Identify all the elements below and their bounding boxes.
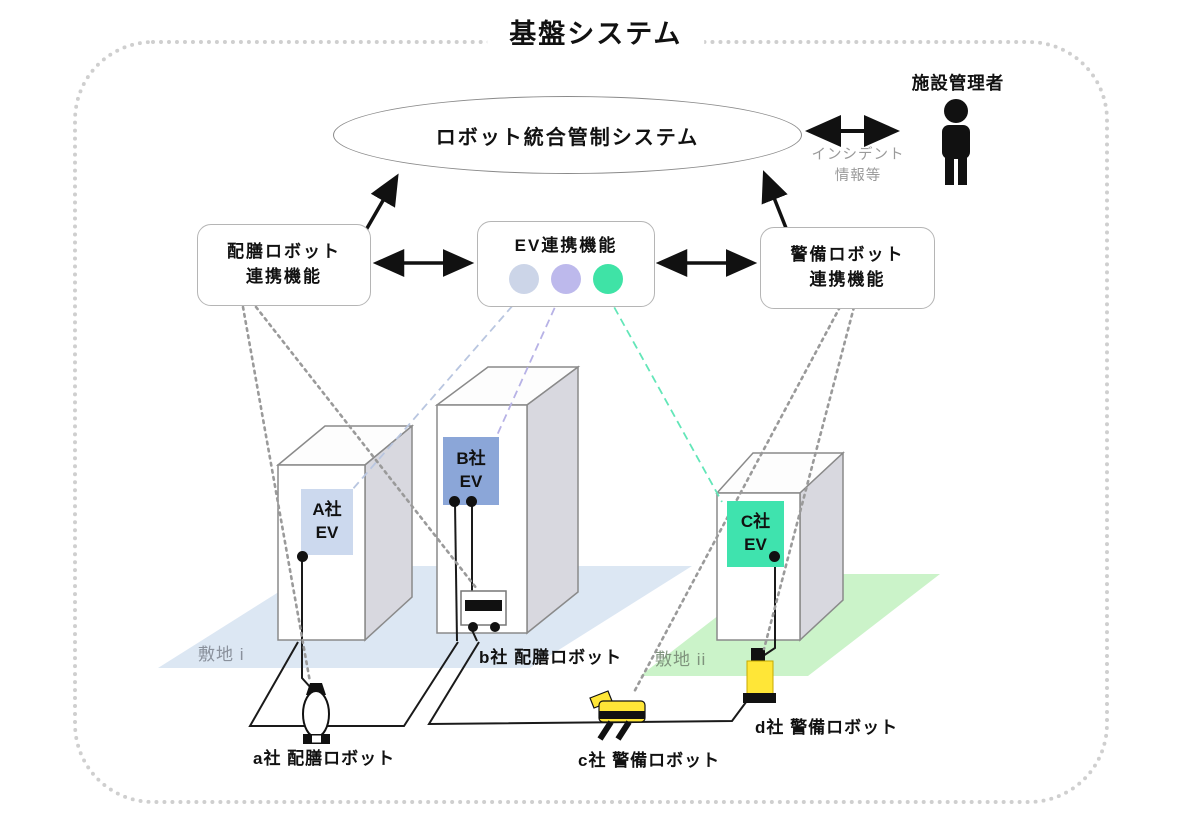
ev-function-box: EV連携機能 [477, 221, 655, 307]
robot-a-label: a社 配膳ロボット [253, 749, 396, 768]
corridor-path-right [427, 641, 756, 726]
dotted-link-security-robot-d [762, 305, 856, 651]
diagram-title: 基盤システム [487, 12, 705, 51]
dotted-link-serving-robot-b [254, 305, 479, 591]
wire-ev-c-to-robot-d [762, 558, 776, 657]
serving-robot-function-box: 配膳ロボット 連携機能 [197, 224, 371, 306]
robot-b-label: b社 配膳ロボット [479, 648, 623, 667]
site-ii-label: 敷地 ii [655, 650, 707, 669]
elevator-c-connection-dot [769, 551, 780, 562]
elevator-a-label: A社 EV [301, 489, 353, 555]
wire-ev-b-left [454, 502, 458, 642]
facility-manager-icon [942, 99, 970, 185]
elevator-b-label: B社 EV [443, 437, 499, 505]
robot-d-icon [743, 648, 776, 703]
dotted-link-security-robot-c [631, 305, 842, 696]
robot-c-label: c社 警備ロボット [578, 751, 721, 770]
arrow-serving-to-control [364, 173, 399, 231]
elevator-a-connection-dot [297, 551, 308, 562]
robot-d-label: d社 警備ロボット [755, 718, 899, 737]
ev-adapter-dot-a [509, 264, 539, 295]
ev-adapter-dot-c [593, 264, 623, 295]
robot-b-icon [460, 590, 507, 632]
security-robot-function-box: 警備ロボット 連携機能 [760, 227, 935, 309]
building-b [434, 365, 581, 635]
robot-a-icon [302, 683, 330, 744]
ev-adapter-dot-b [551, 264, 581, 295]
elevator-b-connection-dot-left [449, 496, 460, 507]
dashed-link-ev-a [351, 295, 522, 491]
arrow-security-to-control [761, 170, 788, 229]
dashed-link-ev-c [607, 295, 723, 503]
site-i-label: 敷地 i [198, 645, 245, 664]
wire-ev-a-to-robot-a [301, 558, 312, 689]
elevator-b-connection-dot-right [466, 496, 477, 507]
robot-c-icon [589, 690, 646, 741]
incident-info-label: インシデント 情報等 [811, 147, 905, 185]
ev-function-label: EV連携機能 [514, 235, 618, 255]
ev-adapter-dots [509, 264, 623, 295]
robot-integrated-control-system: ロボット統合管制システム [333, 96, 802, 174]
facility-manager-label: 施設管理者 [911, 73, 1005, 93]
dotted-link-serving-robot-a [241, 305, 312, 684]
